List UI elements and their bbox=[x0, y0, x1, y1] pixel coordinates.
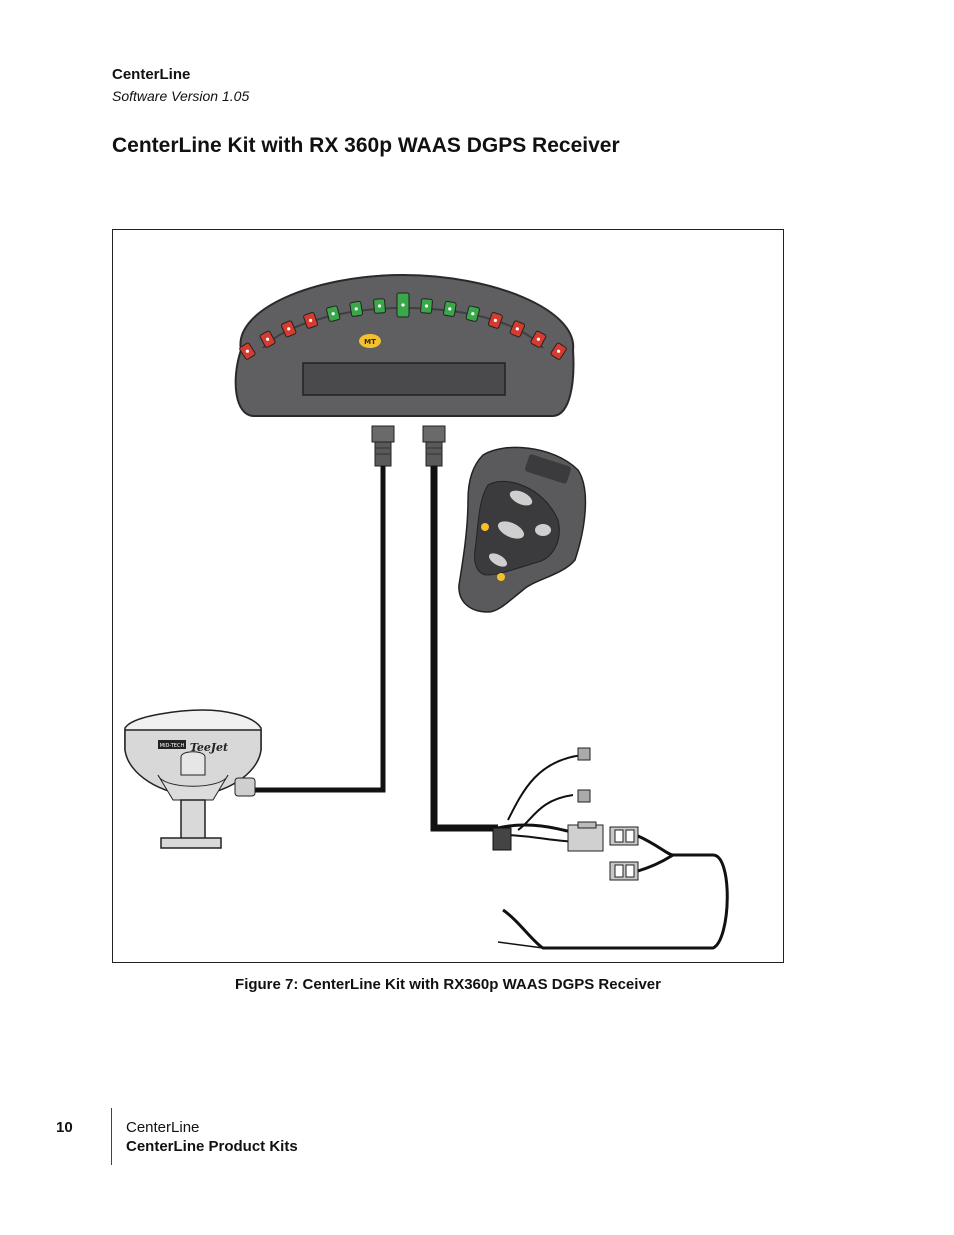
footer-product: CenterLine bbox=[126, 1119, 200, 1136]
lightbar-led-highlight bbox=[266, 337, 270, 341]
remote-keypad bbox=[458, 446, 587, 613]
lightbar-led-highlight bbox=[401, 303, 405, 307]
relay-connector-top bbox=[609, 826, 639, 846]
lightbar-led-highlight bbox=[245, 349, 249, 353]
power-harness bbox=[492, 747, 729, 950]
lightbar-led-highlight bbox=[424, 304, 429, 308]
lightbar-logo-icon: MT bbox=[359, 334, 381, 348]
lightbar-display bbox=[302, 362, 506, 396]
lightbar-led-highlight bbox=[377, 304, 382, 308]
power-cable bbox=[430, 466, 498, 832]
receiver-cable bbox=[253, 466, 386, 793]
lightbar-led-highlight bbox=[515, 327, 519, 331]
svg-text:MT: MT bbox=[364, 338, 376, 346]
page-title: CenterLine Kit with RX 360p WAAS DGPS Re… bbox=[112, 134, 620, 157]
lightbar: MT bbox=[234, 273, 575, 417]
header-version: Software Version 1.05 bbox=[112, 88, 250, 104]
lightbar-led-highlight bbox=[448, 307, 452, 311]
lightbar-led-highlight bbox=[557, 349, 561, 353]
remote-logo-icon bbox=[481, 523, 489, 531]
footer-page-number: 10 bbox=[56, 1119, 73, 1136]
figure-frame: MT bbox=[112, 229, 784, 963]
figure-caption: Figure 7: CenterLine Kit with RX360p WAA… bbox=[235, 976, 661, 993]
svg-text:MID-TECH: MID-TECH bbox=[160, 743, 185, 749]
kit-diagram: MT bbox=[124, 273, 729, 950]
svg-text:TeeJet: TeeJet bbox=[190, 741, 228, 754]
footer-divider bbox=[111, 1108, 112, 1165]
lightbar-led-highlight bbox=[536, 337, 540, 341]
lightbar-led-highlight bbox=[471, 312, 475, 316]
receiver-port bbox=[234, 777, 256, 797]
lightbar-leds bbox=[239, 292, 567, 360]
lightbar-led-highlight bbox=[354, 307, 358, 311]
fuse-holder-top bbox=[577, 747, 591, 761]
footer-section: CenterLine Product Kits bbox=[126, 1138, 298, 1155]
lightbar-led-highlight bbox=[493, 318, 497, 322]
gps-receiver: MID-TECH TeeJet bbox=[124, 709, 262, 849]
fuse-holder-bottom bbox=[577, 789, 591, 803]
header-product: CenterLine bbox=[112, 66, 191, 83]
relay-connector-bottom bbox=[609, 861, 639, 881]
lightbar-led-highlight bbox=[287, 327, 291, 331]
lightbar-led-highlight bbox=[331, 312, 335, 316]
lightbar-connector-right bbox=[422, 425, 446, 467]
lightbar-led-highlight bbox=[309, 318, 313, 322]
lightbar-connector-left bbox=[371, 425, 395, 467]
